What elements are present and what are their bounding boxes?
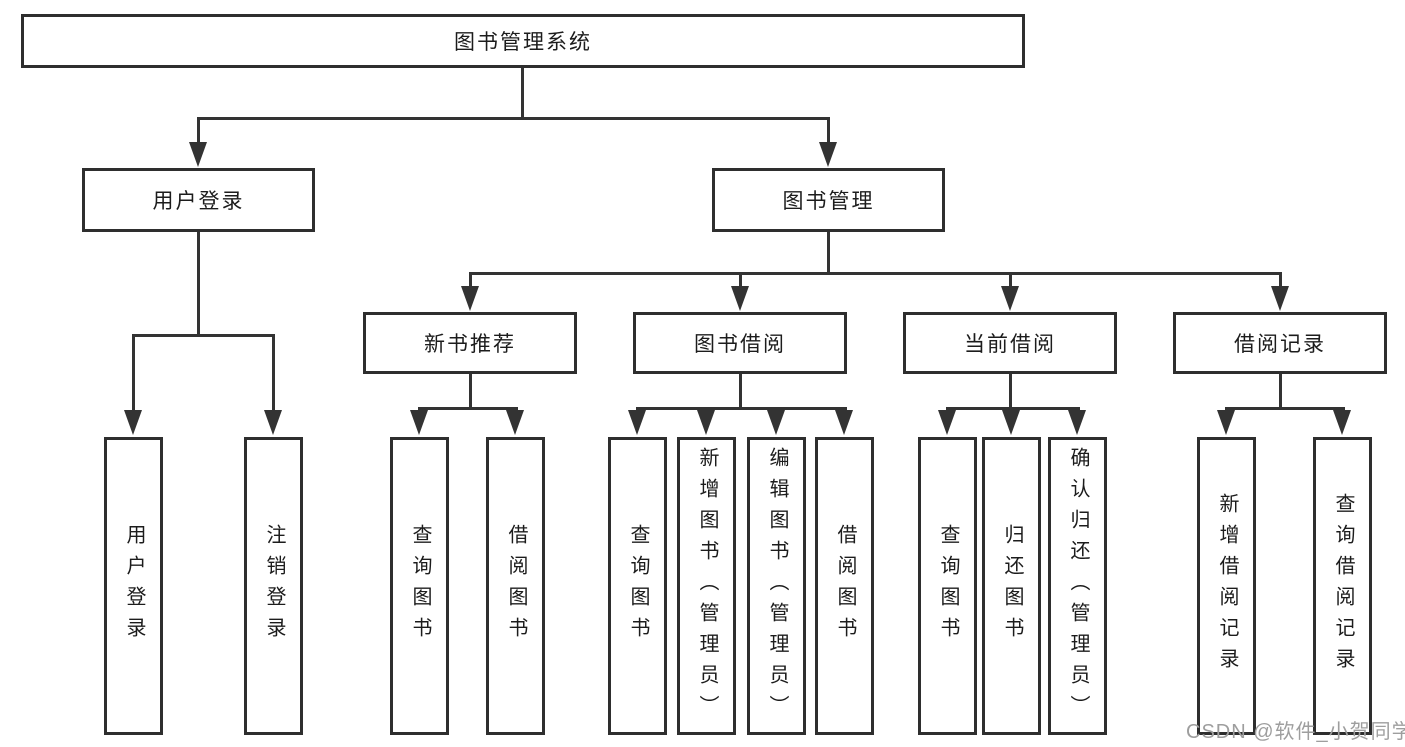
connector-root-bar (197, 117, 830, 120)
connector-newbooks-stem (469, 374, 472, 408)
connector-borrow-bar (636, 407, 847, 410)
leaf-query-books-borrow: 查询图书 (608, 437, 667, 735)
connector-user-to-logout (272, 335, 275, 411)
leaf-borrow-books-borrow: 借阅图书 (815, 437, 874, 735)
arrowhead (1001, 286, 1019, 311)
leaf-edit-book-admin-label: 编辑图书（管理员） (766, 446, 788, 726)
connector-book-stem (827, 232, 830, 274)
leaf-add-borrow-record-label: 新增借阅记录 (1216, 493, 1238, 679)
arrowhead (189, 142, 207, 167)
connector-book-to-current (1009, 274, 1012, 288)
leaf-add-borrow-record: 新增借阅记录 (1197, 437, 1256, 735)
connector-root-to-user (197, 118, 200, 144)
arrowhead (124, 410, 142, 435)
node-current-borrowing: 当前借阅 (903, 312, 1117, 374)
arrowhead (731, 286, 749, 311)
leaf-borrow-books-borrow-label: 借阅图书 (834, 524, 856, 648)
node-book-management-label: 图书管理 (782, 190, 875, 213)
arrowhead (1217, 410, 1235, 435)
leaf-return-books: 归还图书 (982, 437, 1041, 735)
node-root-label: 图书管理系统 (454, 31, 592, 54)
connector-book-to-newbooks (469, 274, 472, 288)
leaf-add-book-admin: 新增图书（管理员） (677, 437, 736, 735)
connector-book-bar (469, 272, 1282, 275)
connector-user-to-login (132, 335, 135, 411)
arrowhead (461, 286, 479, 311)
arrowhead (938, 410, 956, 435)
arrowhead (767, 410, 785, 435)
leaf-query-books-current-label: 查询图书 (937, 524, 959, 648)
arrowhead (1333, 410, 1351, 435)
node-book-borrowing: 图书借阅 (633, 312, 847, 374)
leaf-confirm-return-admin: 确认归还（管理员） (1048, 437, 1107, 735)
leaf-edit-book-admin: 编辑图书（管理员） (747, 437, 806, 735)
arrowhead (835, 410, 853, 435)
connector-book-to-records (1279, 274, 1282, 288)
arrowhead (1002, 410, 1020, 435)
arrowhead (506, 410, 524, 435)
leaf-user-login: 用户登录 (104, 437, 163, 735)
leaf-user-login-label: 用户登录 (123, 524, 145, 648)
leaf-query-borrow-record-label: 查询借阅记录 (1332, 493, 1354, 679)
leaf-logout: 注销登录 (244, 437, 303, 735)
connector-root-to-book (827, 118, 830, 144)
leaf-query-borrow-record: 查询借阅记录 (1313, 437, 1372, 735)
arrowhead (410, 410, 428, 435)
node-new-book-recommend: 新书推荐 (363, 312, 577, 374)
arrowhead (819, 142, 837, 167)
leaf-query-books-newbooks-label: 查询图书 (409, 524, 431, 648)
connector-user-stem (197, 232, 200, 336)
connector-root-stem (521, 68, 524, 118)
arrowhead (1271, 286, 1289, 311)
arrowhead (264, 410, 282, 435)
leaf-confirm-return-admin-label: 确认归还（管理员） (1067, 446, 1089, 726)
connector-borrow-stem (739, 374, 742, 408)
node-new-book-recommend-label: 新书推荐 (424, 333, 516, 356)
node-user-login-branch: 用户登录 (82, 168, 315, 232)
arrowhead (697, 410, 715, 435)
leaf-add-book-admin-label: 新增图书（管理员） (696, 446, 718, 726)
leaf-return-books-label: 归还图书 (1001, 524, 1023, 648)
connector-user-bar (132, 334, 275, 337)
connector-records-bar (1225, 407, 1345, 410)
connector-book-to-borrow (739, 274, 742, 288)
connector-current-bar (946, 407, 1080, 410)
connector-current-stem (1009, 374, 1012, 408)
node-book-management-branch: 图书管理 (712, 168, 945, 232)
leaf-borrow-books-newbooks: 借阅图书 (486, 437, 545, 735)
node-book-borrowing-label: 图书借阅 (694, 333, 786, 356)
node-current-borrowing-label: 当前借阅 (964, 333, 1056, 356)
leaf-borrow-books-newbooks-label: 借阅图书 (505, 524, 527, 648)
node-root-system: 图书管理系统 (21, 14, 1025, 68)
node-borrowing-records-label: 借阅记录 (1234, 333, 1326, 356)
leaf-query-books-borrow-label: 查询图书 (627, 524, 649, 648)
leaf-query-books-current: 查询图书 (918, 437, 977, 735)
csdn-watermark: CSDN @软件_小贺同学 (1186, 721, 1405, 743)
arrowhead (1068, 410, 1086, 435)
node-user-login-label: 用户登录 (152, 190, 245, 213)
node-borrowing-records: 借阅记录 (1173, 312, 1387, 374)
connector-records-stem (1279, 374, 1282, 408)
leaf-logout-label: 注销登录 (263, 524, 285, 648)
connector-newbooks-bar (418, 407, 518, 410)
leaf-query-books-newbooks: 查询图书 (390, 437, 449, 735)
arrowhead (628, 410, 646, 435)
